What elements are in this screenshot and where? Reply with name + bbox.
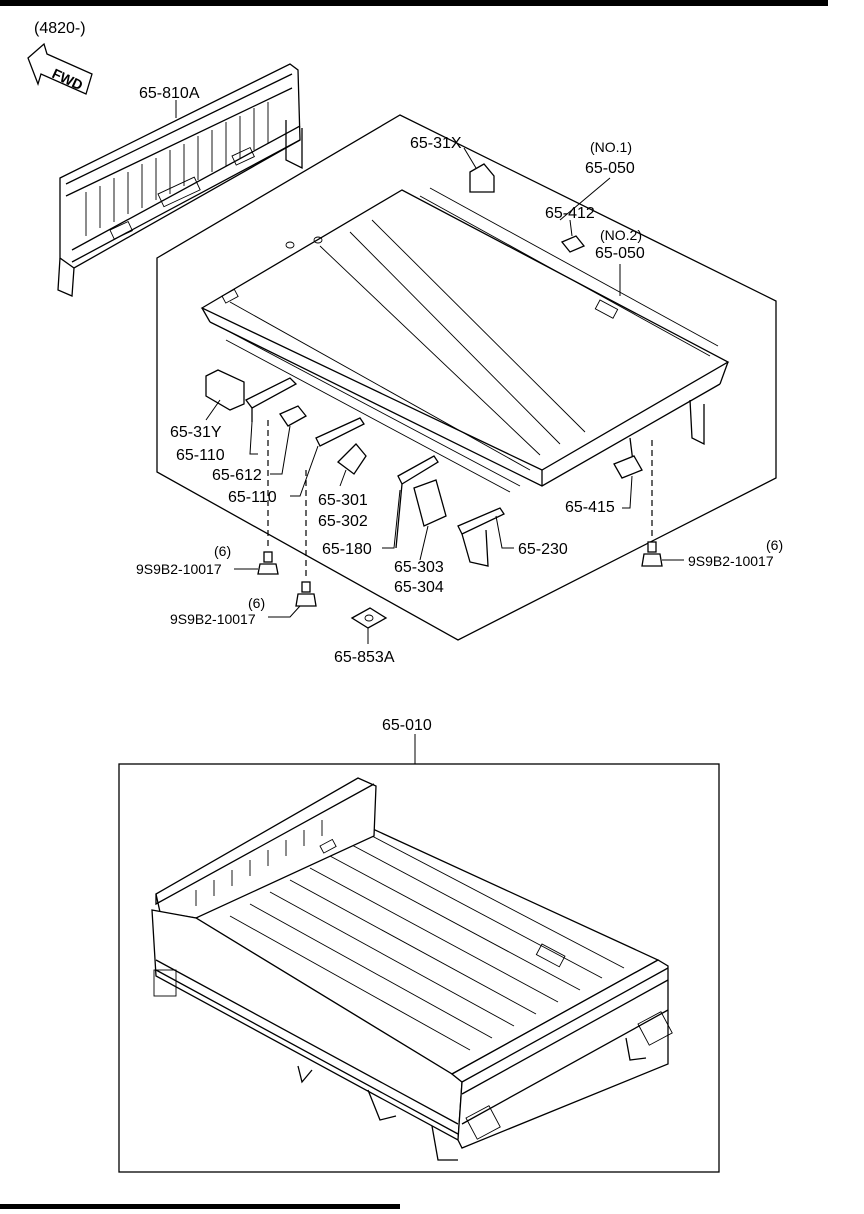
bracket-65-31Y-drawing — [205, 369, 245, 411]
leader-65-415 — [622, 475, 633, 509]
latch-65-303-drawing — [413, 479, 447, 527]
label-bolt-left-qty: (6) — [214, 543, 231, 559]
bracket-65-415-drawing — [613, 455, 643, 479]
label-65-304: 65-304 — [394, 579, 444, 596]
label-65-010: 65-010 — [382, 717, 432, 734]
label-65-303: 65-303 — [394, 559, 444, 576]
crossmember-65-110-b-drawing — [315, 417, 365, 447]
bracket-65-31X-drawing — [469, 163, 495, 193]
label-65-050-no1: 65-050 — [585, 160, 635, 177]
label-65-415: 65-415 — [565, 499, 615, 516]
fwd-arrow-icon: FWD — [27, 42, 93, 95]
label-65-302: 65-302 — [318, 513, 368, 530]
leader-65-110-b — [290, 445, 319, 497]
bolt-mid-icon — [295, 470, 317, 607]
label-bolt-mid: 9S9B2-10017 — [170, 611, 256, 627]
assembly-frame — [118, 763, 720, 1173]
label-bolt-left: 9S9B2-10017 — [136, 561, 222, 577]
rear-bracket-65-230-drawing — [457, 507, 505, 567]
floor-panel-drawing — [200, 187, 730, 493]
label-65-110-a: 65-110 — [176, 447, 225, 464]
leader-65-230 — [495, 515, 514, 549]
exploded-view-frame — [156, 114, 777, 641]
model-code: (4820-) — [34, 20, 86, 37]
crossmember-65-180-drawing — [395, 455, 439, 549]
crossmember-65-110-a-drawing — [245, 377, 298, 422]
label-bolt-right: 9S9B2-10017 — [688, 553, 774, 569]
truck-bed-assembly-drawing — [151, 777, 673, 1161]
leader-65-612 — [270, 425, 291, 475]
bolt-right-icon — [641, 440, 663, 567]
label-65-050-no2-qualifier: (NO.2) — [600, 227, 642, 243]
label-65-31X: 65-31X — [410, 135, 462, 152]
bolt-left-icon — [257, 420, 279, 575]
clip-65-412-drawing — [560, 235, 586, 253]
hook-65-301-drawing — [337, 443, 367, 475]
label-65-412: 65-412 — [545, 205, 595, 222]
label-65-853A: 65-853A — [334, 649, 395, 666]
leader-65-31Y — [205, 399, 221, 421]
label-65-301: 65-301 — [318, 492, 368, 509]
label-65-810A: 65-810A — [139, 85, 200, 102]
leader-65-303 — [419, 525, 429, 561]
tailgate-drawing — [57, 63, 303, 297]
label-65-050-no2: 65-050 — [595, 245, 645, 262]
plate-65-853A-drawing — [350, 607, 388, 629]
label-65-110-b: 65-110 — [228, 489, 277, 506]
leader-65-110-a — [249, 421, 258, 455]
leader-65-412 — [569, 219, 573, 237]
label-bolt-mid-qty: (6) — [248, 595, 265, 611]
label-65-050-no1-qualifier: (NO.1) — [590, 139, 632, 155]
label-65-31Y: 65-31Y — [170, 424, 222, 441]
label-65-612: 65-612 — [212, 467, 262, 484]
label-bolt-right-qty: (6) — [766, 537, 783, 553]
leader-65-31X — [463, 147, 477, 169]
top-rule — [0, 0, 828, 6]
bottom-rule — [0, 1204, 400, 1209]
bracket-65-612-drawing — [279, 405, 307, 427]
leader-65-180 — [382, 489, 401, 549]
label-65-230: 65-230 — [518, 541, 568, 558]
label-65-180: 65-180 — [322, 541, 372, 558]
leader-65-050-no1 — [559, 177, 611, 221]
leader-65-301 — [339, 469, 347, 487]
leader-bolt-mid — [268, 605, 301, 618]
